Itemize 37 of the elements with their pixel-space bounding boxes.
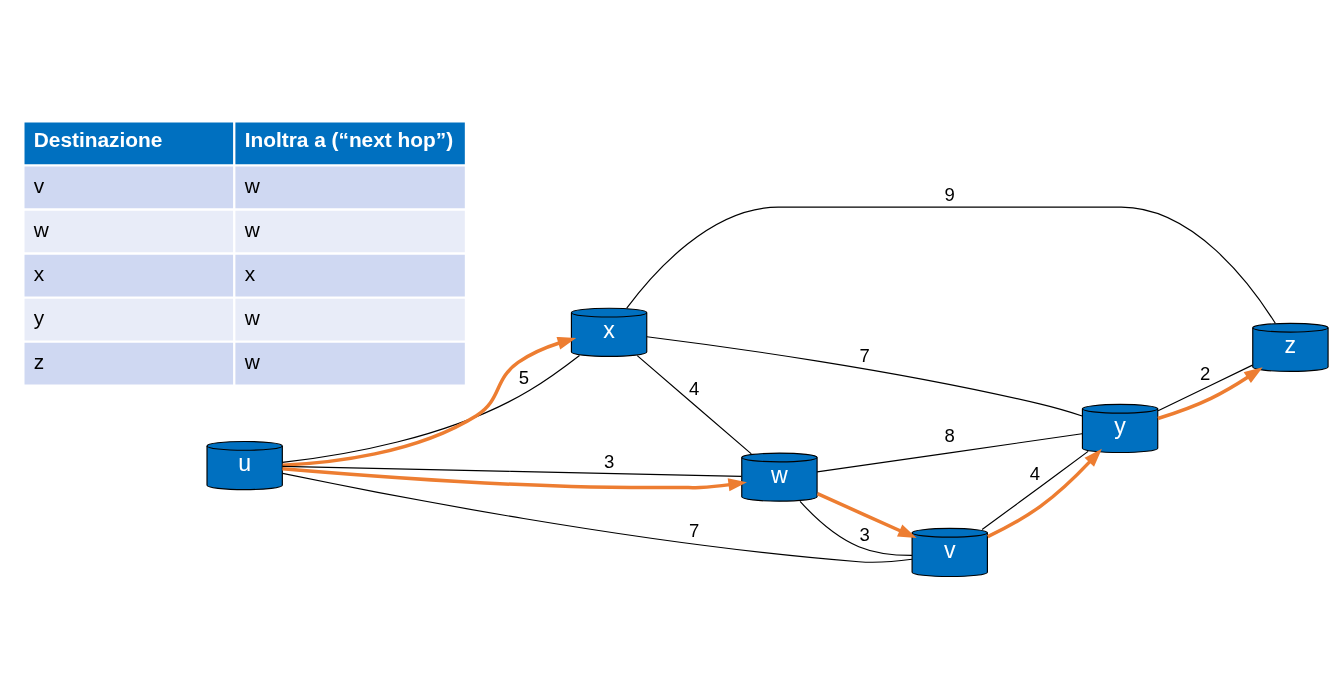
connector — [636, 354, 752, 454]
edge-label: 8 — [944, 424, 955, 446]
label: Inoltra a (“next hop”) — [244, 127, 454, 151]
arrow — [1157, 366, 1263, 420]
label: Destinazione — [33, 127, 163, 151]
connector — [981, 450, 1089, 530]
connector — [282, 472, 913, 563]
edge-label: 5 — [518, 366, 530, 388]
connector — [816, 432, 1083, 472]
edge-label: 9 — [944, 183, 955, 205]
arrow — [987, 448, 1102, 538]
edge-label: 3 — [859, 523, 870, 545]
edge-label: 7 — [689, 519, 700, 541]
arrow — [816, 491, 917, 538]
label: x — [33, 261, 45, 285]
edge-label: 4 — [689, 377, 700, 399]
connector — [281, 465, 742, 477]
connector — [646, 335, 1083, 416]
label: x — [244, 261, 256, 285]
edge-label: 2 — [1200, 362, 1211, 384]
arrow — [282, 336, 577, 467]
edge-label: 7 — [859, 344, 870, 366]
label: v — [33, 173, 45, 197]
label: w — [244, 305, 260, 329]
label: w — [244, 173, 260, 197]
label: z — [33, 349, 45, 373]
label: y — [33, 305, 45, 329]
connector — [626, 206, 1276, 324]
arrow — [282, 466, 747, 491]
connector — [281, 354, 581, 463]
label: w — [244, 349, 260, 373]
label: w — [244, 217, 260, 241]
edge-label: 3 — [603, 450, 615, 472]
connector — [1157, 364, 1254, 411]
label: w — [33, 217, 49, 241]
edge-label: 4 — [1029, 462, 1041, 484]
connector — [799, 500, 913, 556]
